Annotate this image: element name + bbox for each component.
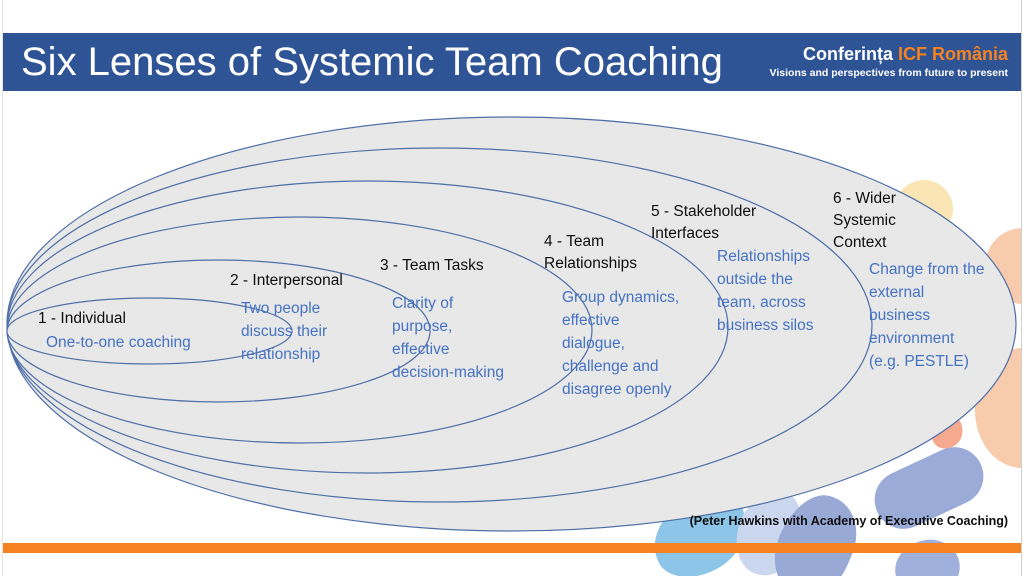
- lens-1-description: One-to-one coaching: [46, 334, 191, 351]
- attribution-text: (Peter Hawkins with Academy of Executive…: [689, 514, 1008, 528]
- lens-3-label: 3 - Team Tasks: [380, 257, 484, 274]
- lens-4-label: 4 - Team Relationships: [544, 233, 638, 272]
- lens-6-label: 6 - Wider Systemic Context: [833, 190, 896, 251]
- title-bar: Six Lenses of Systemic Team Coaching Con…: [3, 33, 1021, 91]
- conference-name: Conferința ICF România: [770, 43, 1008, 65]
- conference-name-orange: ICF România: [897, 43, 1008, 64]
- lens-5-label: 5 - Stakeholder Interfaces: [651, 203, 757, 242]
- conference-name-white: Conferința: [802, 43, 898, 64]
- lens-1-label: 1 - Individual: [38, 310, 126, 327]
- six-lenses-diagram: [6, 116, 1017, 532]
- lens-3-description: Clarity of purpose, effective decision-m…: [392, 295, 504, 381]
- lens-5-description: Relationships outside the team, across b…: [717, 248, 814, 334]
- lens-ellipse-1: [6, 297, 293, 365]
- lens-4-description: Group dynamics, effective dialogue, chal…: [562, 289, 680, 398]
- bottom-accent-bar: [3, 543, 1021, 553]
- conference-logo: Conferința ICF România Visions and persp…: [769, 43, 1021, 79]
- lens-2-description: Two people discuss their relationship: [241, 300, 328, 363]
- conference-tagline: Visions and perspectives from future to …: [769, 66, 1008, 79]
- lens-6-description: Change from the external business enviro…: [869, 261, 985, 370]
- lens-2-label: 2 - Interpersonal: [230, 272, 343, 289]
- page-title: Six Lenses of Systemic Team Coaching: [21, 40, 723, 84]
